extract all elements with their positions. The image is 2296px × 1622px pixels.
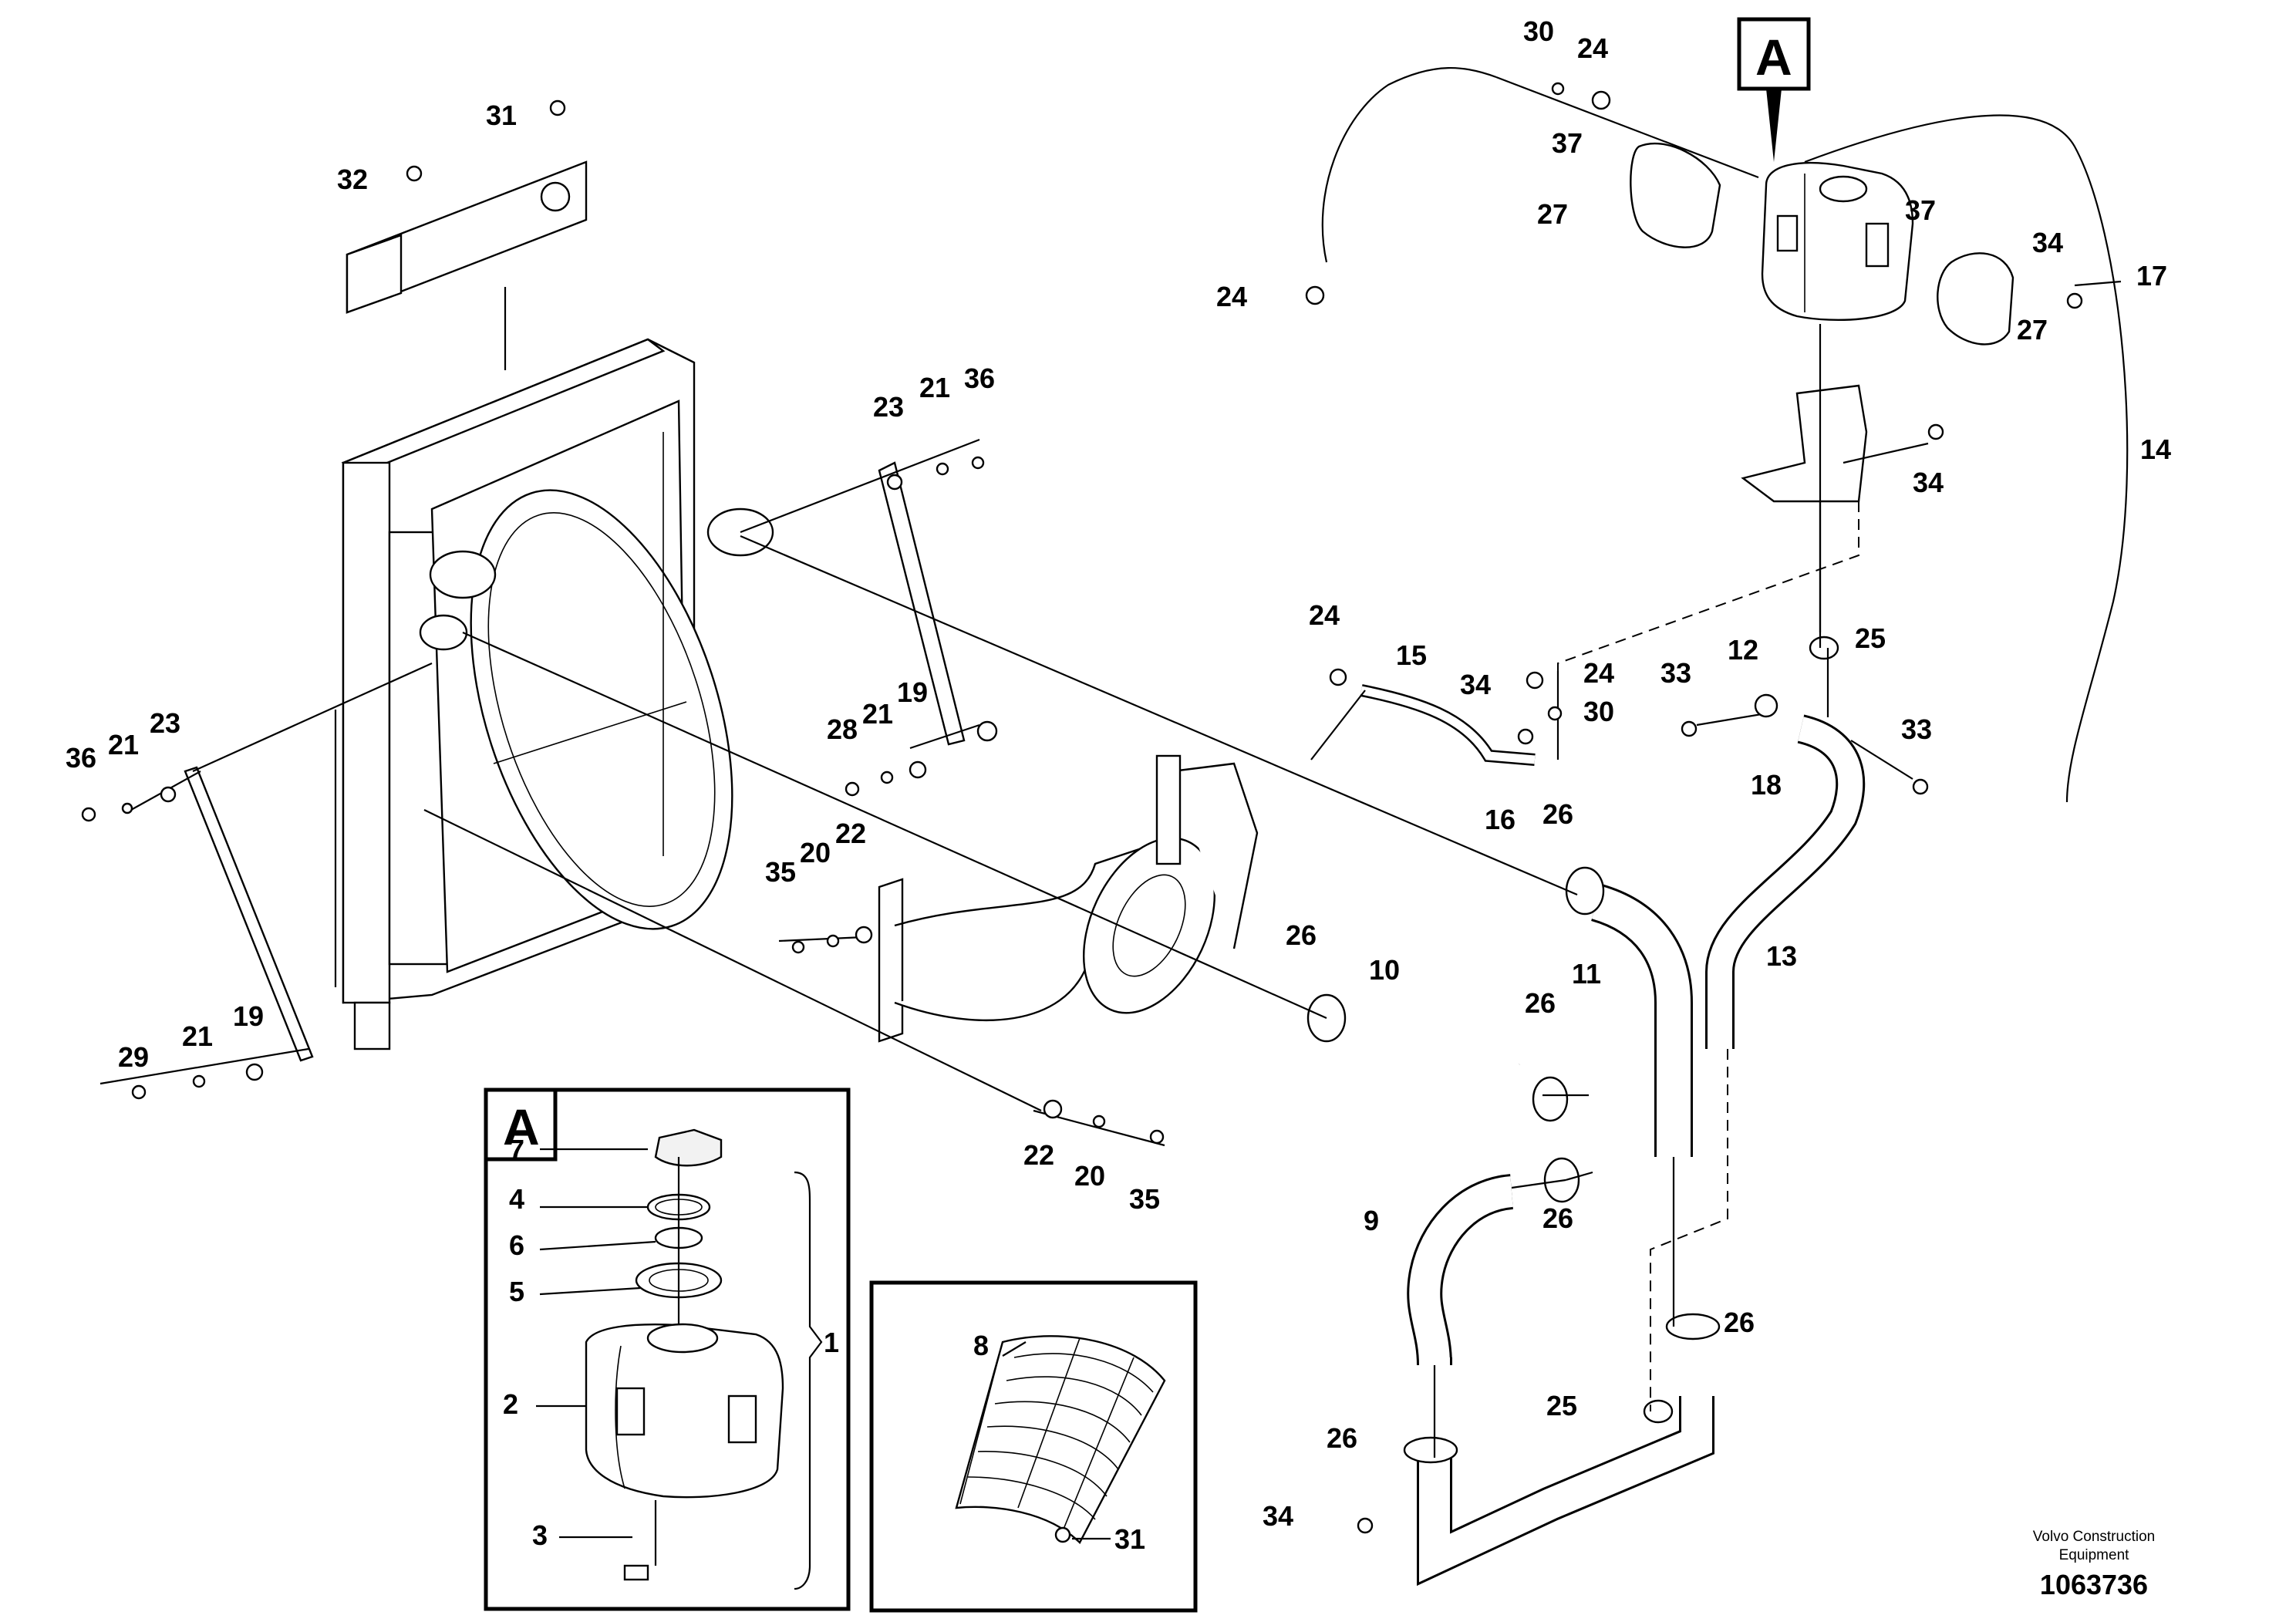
callout-26-upper: 26 <box>1542 798 1573 830</box>
callout-3: 3 <box>532 1519 548 1551</box>
callout-22-lower: 22 <box>1023 1139 1054 1171</box>
callout-34-lower: 34 <box>1263 1500 1293 1532</box>
callout-29: 29 <box>118 1041 149 1073</box>
callout-33-left: 33 <box>1660 657 1691 689</box>
callout-37-left: 37 <box>1552 127 1583 159</box>
callout-14: 14 <box>2140 433 2171 465</box>
callout-26-lower-left: 26 <box>1327 1422 1357 1454</box>
callout-19-lower: 19 <box>233 1000 264 1032</box>
callout-26-hose9: 26 <box>1542 1202 1573 1234</box>
callout-1: 1 <box>824 1327 839 1358</box>
inset-a-panel: A 7 4 6 5 2 3 1 <box>484 1088 851 1611</box>
callout-21-mid: 21 <box>862 698 893 730</box>
callout-30-valve: 30 <box>1583 696 1614 727</box>
callout-22-upper: 22 <box>835 818 866 849</box>
brand-line-1: Volvo Construction <box>2033 1529 2155 1545</box>
callout-31-top: 31 <box>486 99 517 131</box>
callout-32: 32 <box>337 164 368 195</box>
callout-20-lower: 20 <box>1074 1160 1105 1192</box>
detail-marker-letter: A <box>1755 29 1792 86</box>
callout-35-upper: 35 <box>765 856 796 888</box>
callout-23-right: 23 <box>873 391 904 423</box>
detail-marker-a: A <box>1737 17 1811 162</box>
callout-27-right: 27 <box>2017 314 2048 346</box>
callout-21-right: 21 <box>919 372 950 403</box>
callout-27-left: 27 <box>1537 198 1568 230</box>
callout-24-valve: 24 <box>1583 657 1614 689</box>
callout-25-lower: 25 <box>1546 1390 1577 1421</box>
callout-20-upper: 20 <box>800 837 831 868</box>
callout-34-pipe: 34 <box>1460 669 1491 700</box>
callout-11: 11 <box>1572 958 1601 990</box>
callout-8: 8 <box>973 1330 989 1361</box>
clamps <box>1306 636 1839 1464</box>
callout-12: 12 <box>1728 634 1758 666</box>
callout-30-top: 30 <box>1523 15 1554 47</box>
radiator-assembly <box>334 160 774 1050</box>
stay-rods <box>184 461 966 1062</box>
callout-16: 16 <box>1485 804 1515 835</box>
callout-34-bracket: 34 <box>1913 467 1944 498</box>
callout-10: 10 <box>1369 954 1400 986</box>
brand-line-2: Equipment <box>2059 1547 2130 1563</box>
callout-9: 9 <box>1364 1205 1379 1236</box>
callout-4: 4 <box>509 1183 524 1215</box>
callout-18: 18 <box>1751 769 1782 801</box>
pipe-bracket-assembly <box>878 754 1259 1043</box>
callout-33-right: 33 <box>1901 713 1932 745</box>
callout-labels: 31 32 23 21 36 36 21 23 28 21 19 35 20 2… <box>66 15 2171 1532</box>
callout-26-hose10-end: 26 <box>1525 987 1556 1019</box>
callout-36-left: 36 <box>66 742 96 774</box>
callout-21-left: 21 <box>108 729 139 760</box>
inset-a-letter: A <box>503 1098 540 1155</box>
document-number: 1063736 <box>2040 1569 2148 1600</box>
callout-28: 28 <box>827 713 858 745</box>
callout-34-top: 34 <box>2032 227 2063 258</box>
expansion-tank <box>1630 142 2014 632</box>
callout-19-mid: 19 <box>897 676 928 708</box>
callout-17: 17 <box>2136 260 2167 292</box>
callout-2: 2 <box>503 1388 518 1420</box>
callout-26-hose10: 26 <box>1286 919 1317 951</box>
callout-7: 7 <box>509 1134 524 1165</box>
callout-35-lower: 35 <box>1129 1183 1160 1215</box>
callout-31-guard: 31 <box>1114 1523 1145 1555</box>
callout-21-lower: 21 <box>182 1020 213 1052</box>
callout-6: 6 <box>509 1229 524 1261</box>
footer: Volvo Construction Equipment 1063736 <box>2033 1529 2155 1600</box>
assembly-lines <box>99 76 2122 1458</box>
fasteners <box>81 82 2083 1534</box>
hoses <box>1321 66 2129 1587</box>
callout-24-top: 24 <box>1577 32 1608 64</box>
callout-24-pipe: 24 <box>1309 599 1340 631</box>
callout-5: 5 <box>509 1276 524 1307</box>
inset-fan-guard-panel: 8 31 <box>869 1280 1198 1613</box>
callout-13: 13 <box>1766 940 1797 972</box>
callout-15: 15 <box>1396 639 1427 671</box>
callout-25-upper: 25 <box>1855 622 1886 654</box>
callout-23-left: 23 <box>150 707 180 739</box>
callout-24-left: 24 <box>1216 281 1247 312</box>
callout-37-right: 37 <box>1905 194 1936 226</box>
callout-26-lower-right: 26 <box>1724 1307 1755 1338</box>
callout-36-right: 36 <box>964 363 995 394</box>
